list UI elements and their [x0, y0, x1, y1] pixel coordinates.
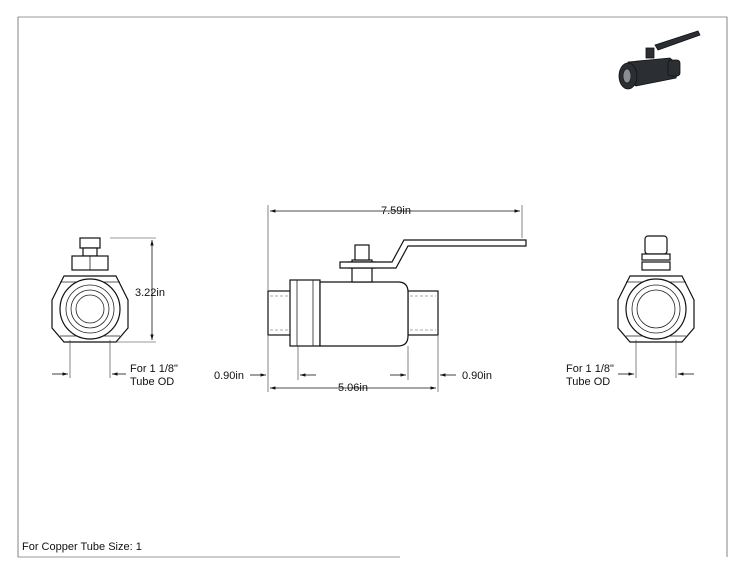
right-tube-length-label: 0.90in [462, 370, 492, 382]
tube-length-dimensions: 0.90in 0.90in [214, 336, 492, 392]
right-tube-od-line2: Tube OD [566, 376, 610, 388]
height-label: 3.22in [135, 287, 165, 299]
drawing-border [17, 16, 728, 558]
left-end-view [51, 237, 129, 343]
right-tube-od-line1: For 1 1/8" [566, 363, 614, 375]
left-tube-length-label: 0.90in [214, 370, 244, 382]
overall-length-dimension: 7.59in [267, 205, 523, 290]
left-tube-od-line1: For 1 1/8" [130, 363, 178, 375]
left-tube-od-dimension: For 1 1/8" Tube OD [52, 340, 178, 388]
right-tube-od-dimension: For 1 1/8" Tube OD [566, 340, 694, 388]
body-length-dimension: 5.06in [270, 382, 436, 394]
isometric-valve-view [618, 30, 701, 90]
right-end-view [617, 235, 695, 343]
copper-tube-size-note: For Copper Tube Size: 1 [22, 541, 142, 553]
height-dimension: 3.22in [110, 237, 165, 343]
body-length-label: 5.06in [338, 382, 368, 394]
overall-length-label: 7.59in [381, 205, 411, 217]
left-tube-od-line2: Tube OD [130, 376, 174, 388]
front-valve-view [267, 239, 527, 347]
